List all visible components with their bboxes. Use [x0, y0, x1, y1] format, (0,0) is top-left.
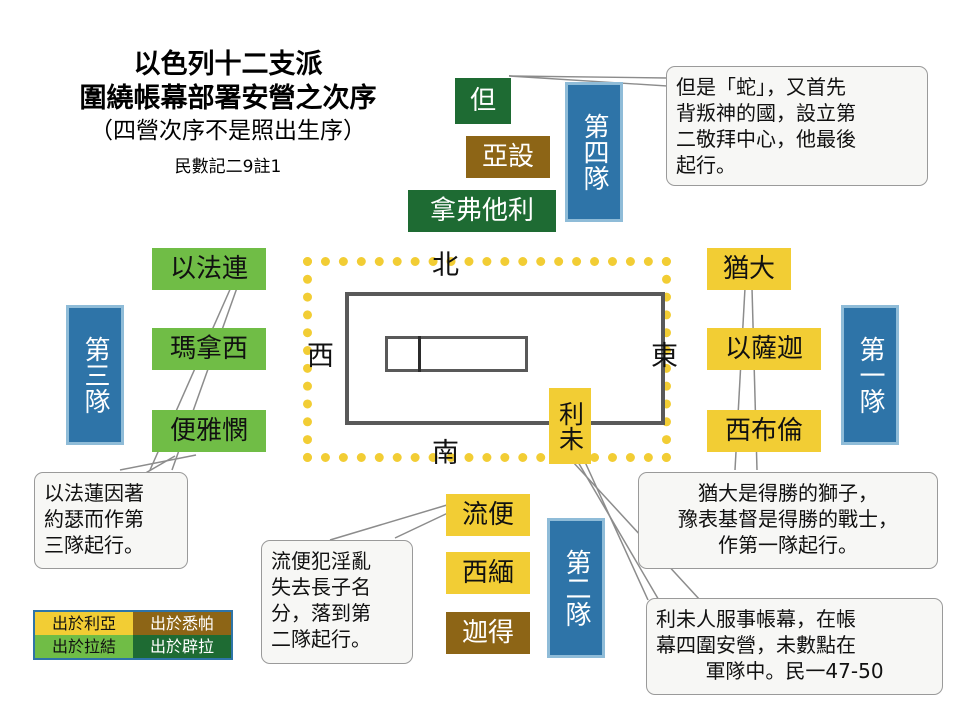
title-subtitle: （四營次序不是照出生序）	[90, 118, 366, 144]
tribe-simeon[interactable]: 西緬	[446, 552, 530, 594]
legend-item-zilpah: 出於悉帕	[133, 612, 231, 635]
compass-east: 東	[651, 341, 678, 372]
team-four-label[interactable]: 第四隊	[565, 82, 623, 222]
legend-item-leah: 出於利亞	[35, 612, 133, 635]
callout-dan: 但是「蛇」，又首先 背叛神的國，設立第 二敬拜中心，他最後 起行。	[666, 66, 928, 186]
callout-levi-line-2: 幕四圍安營，未數點在	[656, 633, 856, 657]
compass-north: 北	[432, 250, 459, 281]
tribe-asher[interactable]: 亞設	[466, 136, 550, 178]
team-one-label[interactable]: 第一隊	[841, 305, 899, 445]
callout-dan-line-1: 但是「蛇」，又首先	[676, 75, 846, 99]
legend-item-rachel: 出於拉結	[35, 635, 133, 658]
callout-judah: 猶大是得勝的獅子， 豫表基督是得勝的戰士， 作第一隊起行。	[638, 472, 938, 569]
callout-reuben-line-2: 失去長子名	[271, 575, 371, 599]
callout-dan-line-2: 背叛神的國，設立第	[676, 101, 856, 125]
tribe-benjamin[interactable]: 便雅憫	[152, 410, 266, 452]
compass-west: 西	[307, 341, 334, 372]
holy-place-outline	[385, 336, 528, 372]
callout-levi-line-3: 軍隊中。民一47-50	[705, 659, 884, 683]
callout-judah-line-3: 作第一隊起行。	[718, 533, 858, 557]
wire-reuben-b	[394, 511, 451, 539]
tribe-reuben[interactable]: 流便	[446, 494, 530, 536]
tribe-judah[interactable]: 猶大	[707, 248, 791, 290]
title-line-1: 以色列十二支派	[133, 49, 323, 80]
tribe-zebulun[interactable]: 西布倫	[707, 410, 821, 452]
callout-ephraim-line-3: 三隊起行。	[44, 533, 144, 557]
callout-reuben: 流便犯淫亂 失去長子名 分，落到第 二隊起行。	[261, 540, 413, 664]
callout-reuben-line-4: 二隊起行。	[271, 627, 371, 651]
tribe-naphtali[interactable]: 拿弗他利	[408, 190, 556, 232]
legend: 出於利亞 出於悉帕 出於拉結 出於辟拉	[33, 610, 233, 660]
courtyard-boundary	[303, 257, 671, 462]
tribe-manasseh[interactable]: 瑪拿西	[152, 328, 266, 370]
callout-reuben-line-1: 流便犯淫亂	[271, 549, 371, 573]
legend-item-bilhah: 出於辟拉	[133, 635, 231, 658]
callout-judah-line-2: 豫表基督是得勝的戰士，	[678, 507, 898, 531]
team-three-label[interactable]: 第三隊	[66, 305, 124, 445]
tribe-ephraim[interactable]: 以法連	[152, 248, 266, 290]
compass-south: 南	[432, 438, 459, 469]
tribe-gad[interactable]: 迦得	[446, 612, 530, 654]
callout-ephraim-line-2: 約瑟而作第	[44, 507, 144, 531]
tribe-levi[interactable]: 利未	[549, 388, 591, 464]
wire-west-lower	[119, 454, 197, 471]
tribe-issachar[interactable]: 以薩迦	[707, 328, 821, 370]
holy-of-holies-divider	[418, 336, 421, 372]
wire-reuben-a	[329, 504, 448, 541]
callout-levi: 利未人服事帳幕，在帳 幕四圍安營，未數點在 軍隊中。民一47-50	[646, 598, 943, 695]
callout-reuben-line-3: 分，落到第	[271, 601, 371, 625]
callout-levi-line-1: 利未人服事帳幕，在帳	[656, 607, 856, 631]
callout-dan-line-4: 起行。	[676, 153, 736, 177]
team-two-label[interactable]: 第二隊	[547, 518, 605, 658]
scripture-reference: 民數記二9註1	[174, 157, 282, 177]
tribe-dan[interactable]: 但	[455, 78, 511, 124]
callout-ephraim-line-1: 以法蓮因著	[44, 481, 144, 505]
page-title: 以色列十二支派 圍繞帳幕部署安營之次序 （四營次序不是照出生序） 民數記二9註1	[38, 48, 418, 179]
callout-dan-line-3: 二敬拜中心，他最後	[676, 127, 856, 151]
callout-judah-line-1: 猶大是得勝的獅子，	[698, 481, 878, 505]
callout-ephraim: 以法蓮因著 約瑟而作第 三隊起行。	[34, 472, 188, 569]
title-line-2: 圍繞帳幕部署安營之次序	[79, 83, 377, 114]
